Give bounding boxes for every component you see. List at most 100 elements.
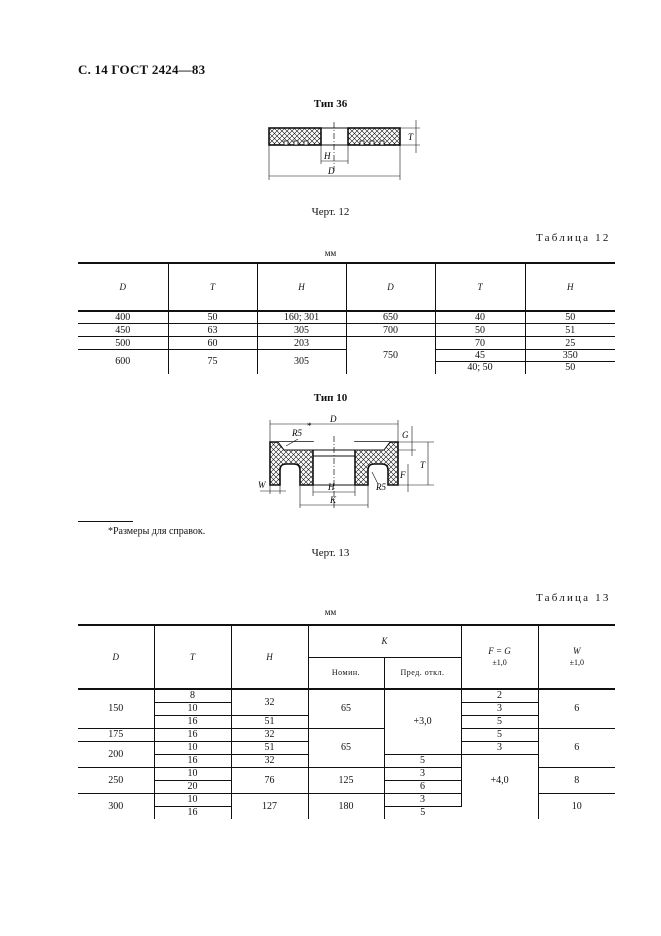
t12-h-h: H — [256, 262, 347, 312]
table-cell: 5 — [383, 805, 462, 819]
table-cell: 16 — [154, 805, 232, 819]
t13-h-w: W ±1,0 — [537, 624, 616, 690]
table-cell: 16 — [154, 714, 232, 728]
table-cell: 6 — [537, 727, 616, 767]
footnote: *Размеры для справок. — [108, 526, 206, 537]
t12-h-d: D — [78, 262, 169, 312]
table-cell: 45 — [434, 349, 526, 362]
table-cell: 750 — [345, 336, 436, 374]
table12-label: Таблица 12 — [536, 232, 611, 244]
fig13-label-k: K — [329, 495, 337, 505]
table-cell: 300 — [78, 792, 155, 819]
table-cell: 76 — [230, 766, 309, 793]
fig13-label-f: F — [399, 470, 406, 480]
fig12-label-h: H — [323, 151, 331, 161]
fig13-title: Тип 10 — [313, 392, 348, 404]
t13-h-h: H — [230, 624, 309, 690]
table-cell: 50 — [167, 311, 258, 324]
t13-h-fg: F = G ±1,0 — [460, 624, 539, 690]
table-cell: 250 — [78, 766, 155, 793]
table-cell: 32 — [230, 727, 309, 741]
fig13-caption: Черт. 13 — [311, 547, 350, 559]
fig13-drawing: D R5 * G F T R5 W H K — [258, 414, 434, 510]
table-cell: 200 — [78, 740, 155, 767]
table-cell: 40 — [434, 311, 526, 324]
t12-h-h2: H — [524, 262, 615, 312]
table-cell: 20 — [154, 779, 232, 793]
fig13-label-h: H — [327, 482, 335, 492]
footnote-rule — [78, 521, 133, 522]
table-cell: 63 — [167, 323, 258, 337]
table-cell: 180 — [307, 792, 385, 819]
table-cell: 70 — [434, 336, 526, 350]
table-cell: 10 — [153, 792, 232, 806]
table-cell: 600 — [78, 349, 169, 374]
table-cell: 51 — [230, 740, 309, 754]
table-cell: 5 — [460, 714, 539, 728]
fig12-label-d: D — [327, 166, 335, 176]
t13-h-k-nom: Номин. — [308, 657, 385, 690]
table-cell: 3 — [460, 740, 539, 754]
fig13-label-w: W — [258, 480, 267, 490]
t13-h-w-label: W — [573, 646, 581, 656]
table-cell: 350 — [524, 349, 615, 362]
table-cell: 10 — [537, 792, 616, 819]
table13: D T H K F = G ±1,0 W ±1,0 Номин. Пред. о… — [78, 624, 616, 819]
fig12-title: Тип 36 — [313, 98, 348, 110]
table-cell: 8 — [537, 766, 616, 793]
table-cell: 10 — [154, 701, 232, 715]
table-cell: 305 — [256, 323, 347, 337]
fig13-star: * — [307, 421, 312, 431]
table-cell: 32 — [230, 689, 309, 715]
table-cell: 203 — [256, 336, 347, 350]
table-cell: +3,0 — [383, 689, 462, 754]
table-cell: 2 — [460, 689, 539, 702]
fig12-caption: Черт. 12 — [311, 206, 350, 218]
table-cell: 65 — [307, 727, 385, 767]
table-cell: 6 — [537, 689, 616, 728]
fig13-label-d: D — [329, 414, 337, 424]
table-cell: 25 — [524, 336, 615, 350]
table-cell: 16 — [153, 727, 232, 741]
fig12-label-t: T — [408, 132, 414, 142]
table-cell: 650 — [345, 311, 436, 324]
table-cell: 700 — [345, 323, 436, 337]
t13-h-w-tol: ±1,0 — [569, 658, 584, 667]
t13-h-k-dev: Пред. откл. — [383, 657, 462, 690]
t13-h-fg-label: F = G — [488, 646, 511, 656]
table-cell: 50 — [524, 361, 615, 374]
table-cell: 16 — [154, 753, 232, 767]
table-cell: 127 — [230, 792, 309, 819]
table-cell: 10 — [153, 766, 232, 780]
table-cell: 3 — [383, 766, 462, 780]
table-cell: 400 — [78, 311, 169, 324]
table-cell: 6 — [383, 779, 462, 793]
t13-h-fg-tol: ±1,0 — [492, 658, 507, 667]
table-cell: 175 — [78, 727, 155, 741]
table-cell: 5 — [460, 727, 539, 741]
fig12-drawing: T H D — [268, 120, 420, 180]
fig13-label-t: T — [420, 460, 426, 470]
table-cell: 5 — [383, 753, 462, 767]
fig13-label-r5-top: R5 — [291, 428, 302, 438]
table-cell: 50 — [434, 323, 526, 337]
table-cell: +4,0 — [460, 753, 539, 806]
table-cell: 8 — [153, 689, 232, 702]
table-cell: 10 — [153, 740, 232, 754]
table-cell: 3 — [383, 792, 462, 806]
table-cell: 3 — [460, 701, 539, 715]
table-cell: 65 — [307, 689, 385, 728]
page-header: С. 14 ГОСТ 2424—83 — [78, 62, 206, 77]
table-cell: 160; 301 — [256, 311, 347, 324]
fig13-label-r5-bottom: R5 — [375, 482, 386, 492]
table-cell: 50 — [524, 311, 615, 324]
table-cell: 150 — [78, 689, 155, 728]
t13-h-k: K — [307, 624, 462, 658]
t13-h-t: T — [153, 624, 232, 690]
table-cell: 125 — [307, 766, 385, 793]
table-cell: 450 — [78, 323, 169, 337]
table13-units: мм — [324, 607, 337, 617]
table12-units: мм — [324, 248, 337, 258]
t12-h-t: T — [167, 262, 258, 312]
table-cell: 75 — [167, 349, 258, 374]
